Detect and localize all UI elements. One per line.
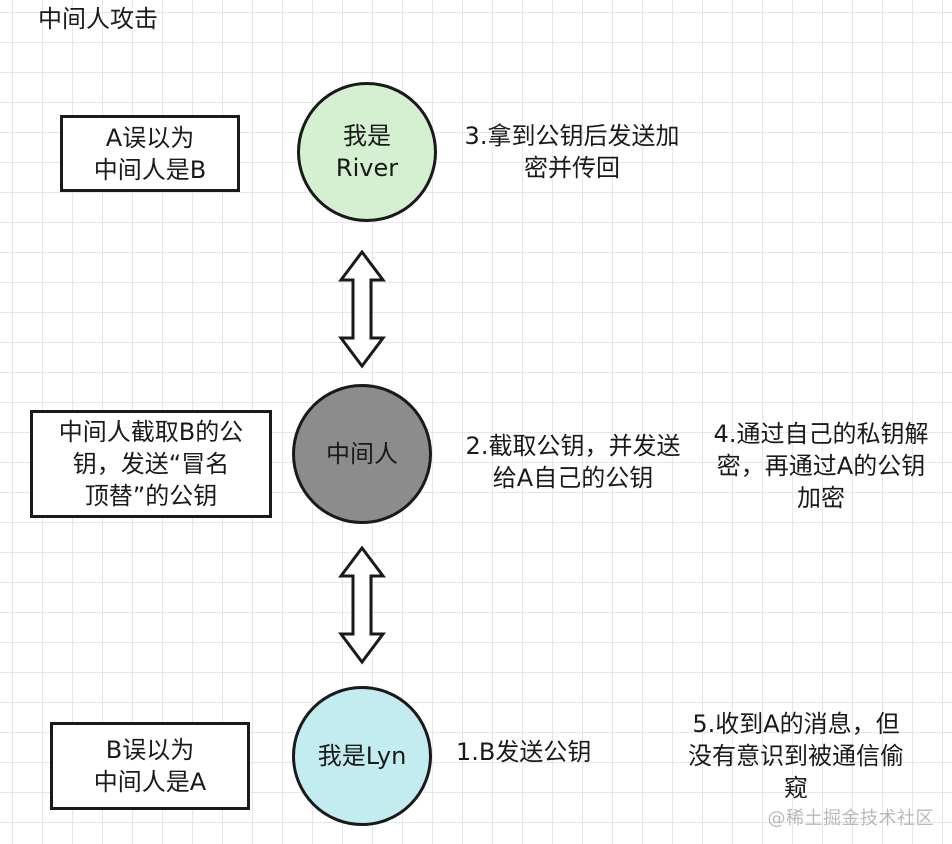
mitm-node: 中间人 — [292, 384, 432, 524]
step4-line3: 加密 — [797, 484, 845, 512]
step4-note: 4.通过自己的私钥解 密，再通过A的公钥 加密 — [703, 418, 939, 514]
b-belief-line2: 中间人是A — [93, 768, 207, 796]
step5-line1: 5.收到A的消息，但 — [692, 710, 900, 738]
b-belief-line1: B误以为 — [105, 736, 195, 764]
a-belief-box: A误以为 中间人是B — [60, 115, 240, 192]
step5-line3: 窥 — [784, 774, 808, 802]
step3-line2: 密并传回 — [524, 154, 620, 182]
mitm-label: 中间人 — [326, 440, 398, 468]
double-arrow-top-shape — [338, 249, 386, 369]
step3-line1: 3.拿到公钥后发送加 — [464, 122, 680, 150]
double-arrow-bottom — [338, 545, 386, 665]
step3-note: 3.拿到公钥后发送加 密并传回 — [456, 120, 688, 184]
lyn-label: 我是Lyn — [317, 742, 407, 770]
page-title: 中间人攻击 — [38, 5, 158, 33]
step1-note: 1.B发送公钥 — [456, 736, 606, 768]
step1-line1: 1.B发送公钥 — [456, 738, 592, 766]
step5-line2: 没有意识到被通信偷 — [688, 742, 904, 770]
step4-line1: 4.通过自己的私钥解 — [713, 420, 929, 448]
step5-note: 5.收到A的消息，但 没有意识到被通信偷 窥 — [676, 708, 916, 804]
mitm-action-line2: 钥，发送“冒名 — [72, 450, 230, 478]
river-label-line1: 我是 — [343, 122, 391, 150]
watermark-text: @稀土掘金技术社区 — [767, 808, 934, 829]
mitm-action-line3: 顶替”的公钥 — [84, 482, 218, 510]
mitm-action-box: 中间人截取B的公 钥，发送“冒名 顶替”的公钥 — [30, 410, 272, 518]
lyn-node: 我是Lyn — [292, 686, 432, 826]
river-node: 我是 River — [297, 82, 437, 222]
river-label-line2: River — [335, 154, 399, 182]
double-arrow-top — [338, 249, 386, 369]
mitm-action-line1: 中间人截取B的公 — [58, 418, 244, 446]
step2-note: 2.截取公钥，并发送 给A自己的公钥 — [455, 430, 691, 494]
step2-line2: 给A自己的公钥 — [492, 464, 654, 492]
double-arrow-bottom-shape — [338, 545, 386, 665]
a-belief-line1: A误以为 — [105, 123, 195, 152]
step2-line1: 2.截取公钥，并发送 — [465, 432, 681, 460]
b-belief-box: B误以为 中间人是A — [50, 722, 250, 810]
a-belief-line2: 中间人是B — [93, 155, 207, 184]
step4-line2: 密，再通过A的公钥 — [716, 452, 926, 480]
